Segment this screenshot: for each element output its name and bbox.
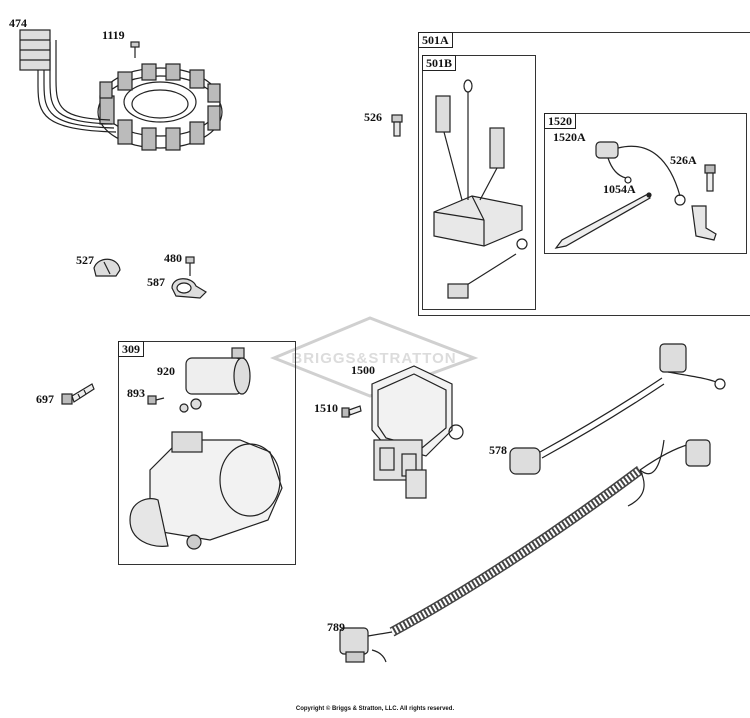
- part-label-789[interactable]: 789: [327, 620, 345, 634]
- screw-1510: [341, 405, 362, 418]
- group-frame-501B: [422, 55, 536, 310]
- bolt-697: [61, 383, 95, 405]
- part-label-587[interactable]: 587: [147, 275, 165, 289]
- bolt-526: [391, 114, 403, 137]
- part-label-920[interactable]: 920: [157, 364, 175, 378]
- part-label-893[interactable]: 893: [127, 386, 145, 400]
- screw-1119: [130, 41, 140, 58]
- group-frame-1520: [544, 113, 747, 254]
- regulator-501B: [433, 79, 528, 299]
- part-label-697[interactable]: 697: [36, 392, 54, 406]
- starter-309: [129, 347, 283, 550]
- wire-1520: [595, 141, 717, 241]
- part-label-1510[interactable]: 1510: [314, 401, 338, 415]
- part-label-1054A[interactable]: 1054A: [603, 182, 636, 196]
- part-label-1119[interactable]: 1119: [102, 28, 125, 42]
- part-label-578[interactable]: 578: [489, 443, 507, 457]
- harness-789: [339, 439, 711, 663]
- clamp-587: [171, 278, 207, 299]
- part-label-1500[interactable]: 1500: [351, 363, 375, 377]
- box-label-501A: 501A: [418, 32, 453, 48]
- screw-480: [185, 256, 195, 276]
- part-label-526[interactable]: 526: [364, 110, 382, 124]
- part-label-474[interactable]: 474: [9, 16, 27, 30]
- group-frame-309: [118, 341, 296, 565]
- stator-474: [19, 29, 223, 151]
- harness-578: [509, 343, 726, 475]
- box-label-501B: 501B: [422, 55, 457, 71]
- box-label-1520: 1520: [544, 113, 576, 129]
- module-1500: [371, 365, 464, 499]
- copyright-notice: Copyright © Briggs & Stratton, LLC. All …: [295, 706, 455, 712]
- part-label-527[interactable]: 527: [76, 253, 94, 267]
- part-label-480[interactable]: 480: [164, 251, 182, 265]
- box-label-309: 309: [118, 341, 144, 357]
- part-label-526A[interactable]: 526A: [670, 153, 697, 167]
- group-frame-501A: [418, 32, 750, 316]
- watermark-badge-outline: [270, 316, 479, 398]
- part-label-1520A[interactable]: 1520A: [553, 130, 586, 144]
- watermark: BRIGGS&STRATTON: [291, 349, 457, 367]
- tie-1054A: [554, 192, 652, 249]
- clip-527: [93, 258, 121, 277]
